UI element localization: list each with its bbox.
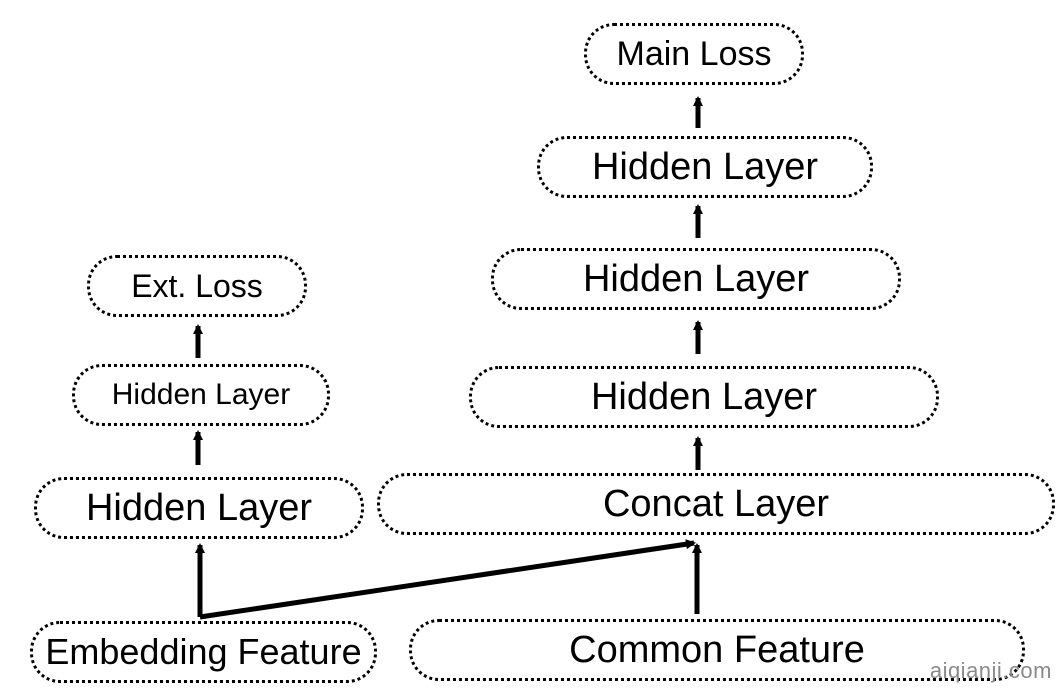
node-concat-layer: Concat Layer bbox=[377, 473, 1055, 535]
node-common-feature-label: Common Feature bbox=[569, 629, 865, 671]
node-right-hidden-top-label: Hidden Layer bbox=[591, 146, 819, 188]
node-right-hidden-top: Hidden Layer bbox=[537, 136, 873, 198]
node-left-hidden-top-label: Hidden Layer bbox=[111, 378, 291, 411]
node-embedding-feature-label: Embedding Feature bbox=[45, 631, 362, 672]
watermark: aiqianji.com bbox=[929, 658, 1052, 683]
node-left-hidden-top: Hidden Layer bbox=[72, 364, 330, 426]
node-left-hidden-low: Hidden Layer bbox=[34, 477, 364, 539]
node-right-hidden-mid-label: Hidden Layer bbox=[582, 258, 810, 300]
node-right-hidden-low: Hidden Layer bbox=[469, 366, 939, 428]
arrow-embedding-to-concat bbox=[199, 539, 696, 620]
node-right-hidden-mid: Hidden Layer bbox=[491, 248, 901, 310]
node-left-hidden-low-label: Hidden Layer bbox=[85, 487, 313, 529]
node-embedding-feature: Embedding Feature bbox=[30, 621, 377, 683]
node-main-loss: Main Loss bbox=[584, 23, 804, 85]
node-right-hidden-low-label: Hidden Layer bbox=[590, 376, 818, 418]
node-concat-layer-label: Concat Layer bbox=[602, 483, 829, 525]
node-common-feature: Common Feature bbox=[409, 619, 1025, 681]
node-ext-loss: Ext. Loss bbox=[87, 255, 307, 317]
node-ext-loss-label: Ext. Loss bbox=[131, 268, 263, 304]
node-main-loss-label: Main Loss bbox=[616, 35, 772, 73]
